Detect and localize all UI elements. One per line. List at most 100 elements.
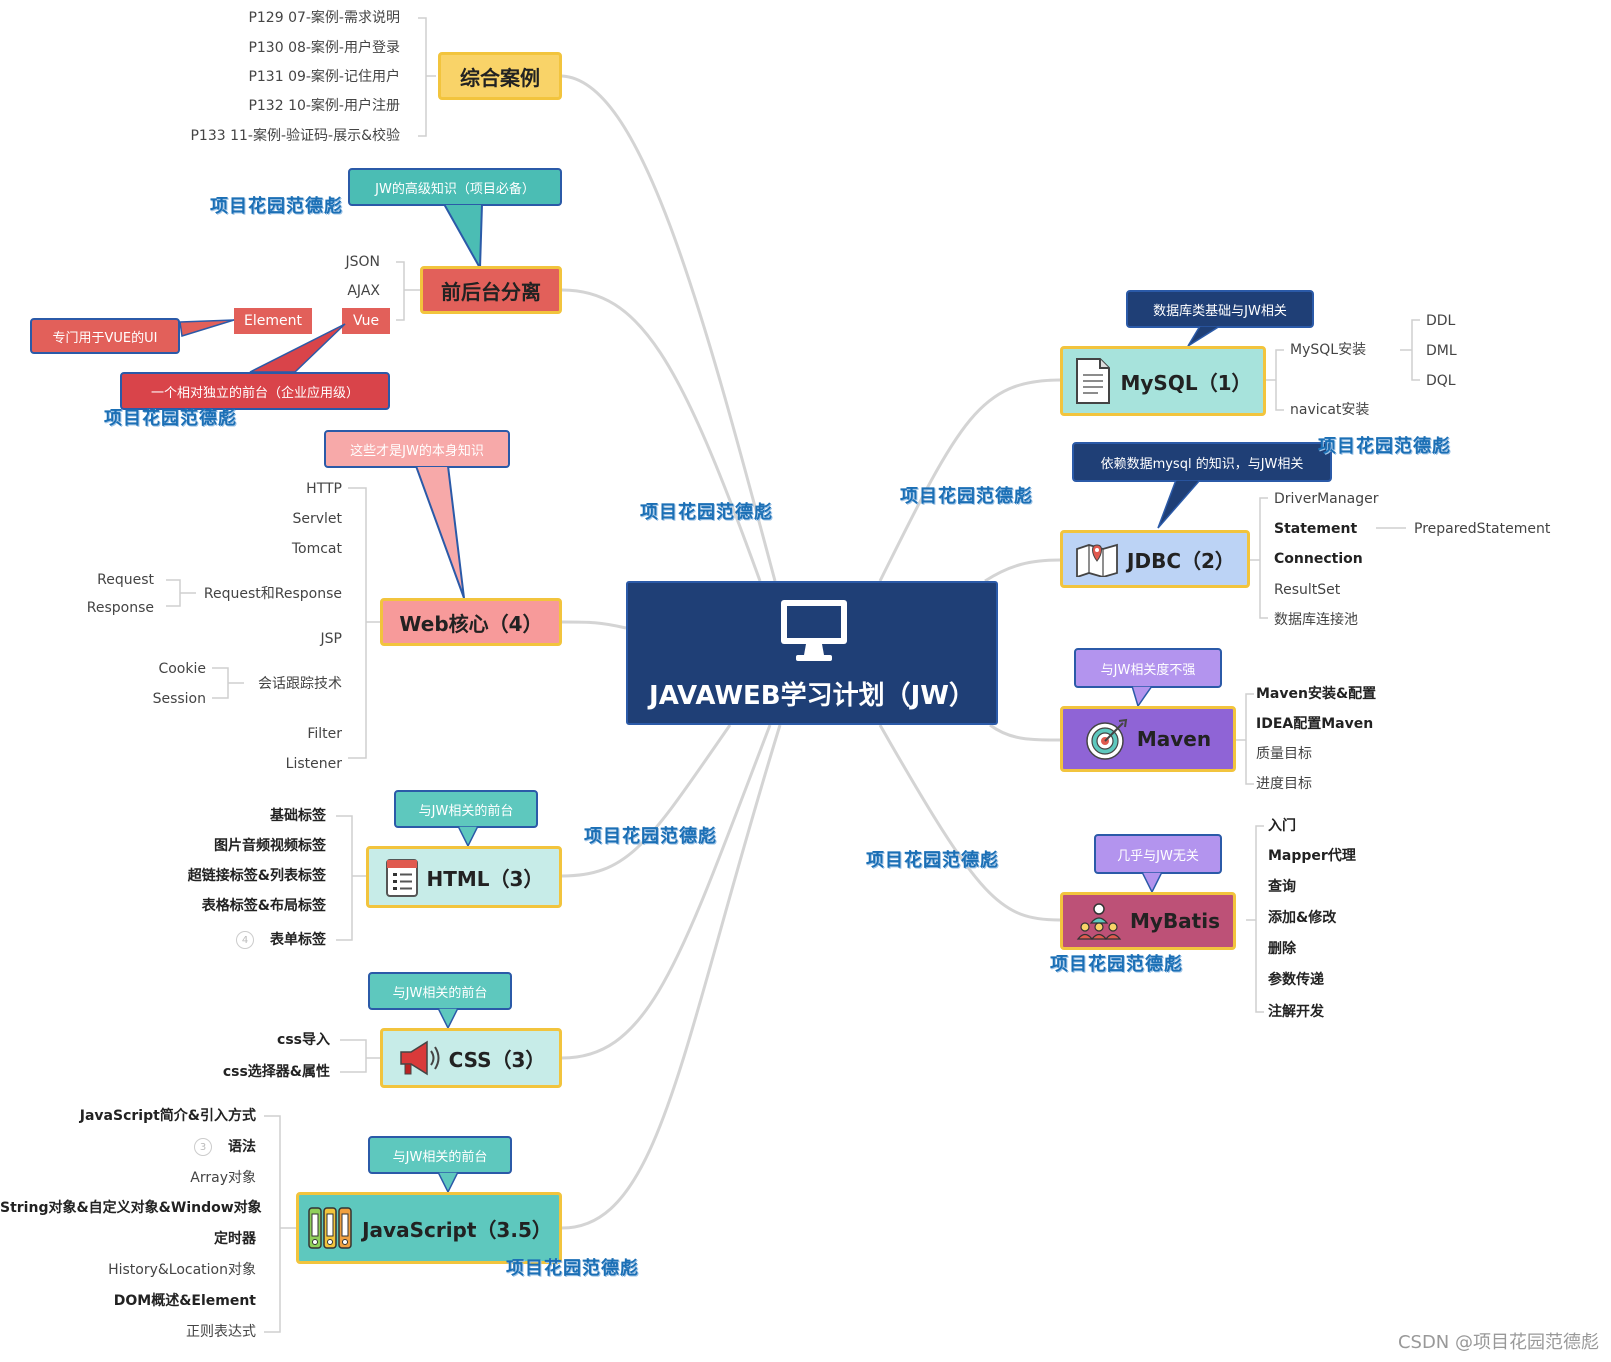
html-item-5[interactable]: 表单标签 xyxy=(270,932,326,948)
js-item-1[interactable]: JavaScript简介&引入方式 xyxy=(79,1108,256,1124)
web-item-filter[interactable]: Filter xyxy=(307,726,342,742)
jdbc-item-resultset[interactable]: ResultSet xyxy=(1274,582,1341,598)
html-item-4[interactable]: 表格标签&布局标签 xyxy=(201,898,326,914)
mysql-sub-dml[interactable]: DML xyxy=(1426,343,1457,359)
case-item-4[interactable]: P132 10-案例-用户注册 xyxy=(248,98,400,114)
topic-js-label: JavaScript（3.5） xyxy=(362,1217,552,1242)
js-item-3[interactable]: Array对象 xyxy=(190,1170,256,1186)
watermark-6: 项目花园范德彪 xyxy=(584,826,717,847)
js-callout: 与JW相关的前台 xyxy=(368,1136,512,1174)
web-item-tomcat[interactable]: Tomcat xyxy=(291,541,342,557)
topic-web-label: Web核心（4） xyxy=(399,611,543,636)
separate-callout-pointer xyxy=(442,204,484,272)
html-item-1[interactable]: 基础标签 xyxy=(270,808,326,824)
maven-item-3[interactable]: 质量目标 xyxy=(1256,746,1312,762)
watermark-3: 项目花园范德彪 xyxy=(640,502,773,523)
web-sub-session[interactable]: Session xyxy=(152,691,206,707)
mybatis-item-2[interactable]: Mapper代理 xyxy=(1268,848,1356,864)
topic-mybatis-label: MyBatis xyxy=(1130,909,1220,933)
case-item-2[interactable]: P130 08-案例-用户登录 xyxy=(248,40,400,56)
maven-item-1[interactable]: Maven安装&配置 xyxy=(1256,686,1377,702)
topic-mybatis[interactable]: MyBatis xyxy=(1060,892,1236,950)
separate-item-json[interactable]: JSON xyxy=(345,254,380,270)
js-item-4[interactable]: String对象&自定义对象&Window对象 xyxy=(0,1200,262,1216)
separate-item-vue[interactable]: Vue xyxy=(342,308,390,334)
web-item-listener[interactable]: Listener xyxy=(285,756,342,772)
maven-item-4[interactable]: 进度目标 xyxy=(1256,776,1312,792)
separate-item-ajax[interactable]: AJAX xyxy=(347,283,380,299)
topic-case[interactable]: 综合案例 xyxy=(438,52,562,100)
jdbc-item-pool[interactable]: 数据库连接池 xyxy=(1274,612,1358,628)
topic-separate[interactable]: 前后台分离 xyxy=(420,266,562,314)
topic-jdbc[interactable]: JDBC（2） xyxy=(1060,530,1250,588)
mybatis-callout-text: 几乎与JW无关 xyxy=(1117,848,1199,864)
js-badge: 3 xyxy=(194,1138,212,1156)
case-item-5[interactable]: P133 11-案例-验证码-展示&校验 xyxy=(190,128,400,144)
js-item-6[interactable]: History&Location对象 xyxy=(108,1262,256,1278)
css-callout-text: 与JW相关的前台 xyxy=(392,985,488,1001)
web-item-http[interactable]: HTTP xyxy=(306,481,342,497)
mysql-item-install[interactable]: MySQL安装 xyxy=(1290,342,1367,358)
mybatis-item-3[interactable]: 查询 xyxy=(1268,879,1296,895)
topic-maven[interactable]: Maven xyxy=(1060,706,1236,772)
vue-child-element[interactable]: Element xyxy=(234,308,312,334)
watermark-4: 项目花园范德彪 xyxy=(900,486,1033,507)
case-item-3[interactable]: P131 09-案例-记住用户 xyxy=(248,69,400,85)
topic-web[interactable]: Web核心（4） xyxy=(380,598,562,646)
web-item-servlet[interactable]: Servlet xyxy=(292,511,342,527)
mybatis-item-6[interactable]: 参数传递 xyxy=(1268,972,1324,988)
mybatis-item-7[interactable]: 注解开发 xyxy=(1268,1004,1324,1020)
branch-line-html xyxy=(561,724,732,878)
topic-js[interactable]: JavaScript（3.5） xyxy=(296,1192,562,1264)
js-callout-pointer xyxy=(437,1172,459,1194)
mysql-item-navicat[interactable]: navicat安装 xyxy=(1290,402,1370,418)
html-callout: 与JW相关的前台 xyxy=(394,790,538,828)
branch-line-maven xyxy=(989,723,1061,742)
jdbc-callout-text: 依赖数据mysql 的知识，与JW相关 xyxy=(1100,456,1304,472)
js-item-5[interactable]: 定时器 xyxy=(214,1231,256,1247)
map-icon xyxy=(1075,541,1119,577)
central-topic[interactable]: JAVAWEB学习计划（JW） xyxy=(626,581,998,725)
web-item-req-resp[interactable]: Request和Response xyxy=(203,586,342,602)
case-item-1[interactable]: P129 07-案例-需求说明 xyxy=(248,10,400,26)
web-sub-cookie[interactable]: Cookie xyxy=(158,661,206,677)
separate-callout-text: JW的高级知识（项目必备） xyxy=(375,181,535,197)
js-item-8[interactable]: 正则表达式 xyxy=(186,1324,256,1340)
jdbc-item-statement[interactable]: Statement xyxy=(1274,521,1358,537)
element-note: 专门用于VUE的UI xyxy=(30,318,180,354)
watermark-1: 项目花园范德彪 xyxy=(210,196,343,217)
js-item-7[interactable]: DOM概述&Element xyxy=(113,1293,256,1309)
mysql-callout: 数据库类基础与JW相关 xyxy=(1126,290,1314,328)
jdbc-item-drivermanager[interactable]: DriverManager xyxy=(1274,491,1379,507)
js-item-2[interactable]: 语法 xyxy=(228,1139,256,1155)
web-sub-request[interactable]: Request xyxy=(97,572,154,588)
web-callout: 这些才是JW的本身知识 xyxy=(324,430,510,468)
html-badge: 4 xyxy=(236,931,254,949)
topic-html[interactable]: HTML（3） xyxy=(366,846,562,908)
jdbc-item-connection[interactable]: Connection xyxy=(1274,551,1363,567)
css-item-1[interactable]: css导入 xyxy=(277,1032,330,1048)
web-sub-response[interactable]: Response xyxy=(86,600,154,616)
topic-mysql[interactable]: MySQL（1） xyxy=(1060,346,1266,416)
jdbc-sub-preparedstatement[interactable]: PreparedStatement xyxy=(1414,521,1551,537)
css-item-2[interactable]: css选择器&属性 xyxy=(222,1064,330,1080)
mybatis-item-1[interactable]: 入门 xyxy=(1268,818,1296,834)
central-title: JAVAWEB学习计划（JW） xyxy=(649,681,975,711)
mysql-sub-dql[interactable]: DQL xyxy=(1426,373,1456,389)
branch-line-separate xyxy=(561,288,762,582)
mybatis-item-4[interactable]: 添加&修改 xyxy=(1268,910,1337,926)
maven-item-2[interactable]: IDEA配置Maven xyxy=(1256,716,1374,732)
topic-case-label: 综合案例 xyxy=(460,65,540,90)
html-item-3[interactable]: 超链接标签&列表标签 xyxy=(187,868,326,884)
web-item-session-tracking[interactable]: 会话跟踪技术 xyxy=(258,676,342,692)
html-item-2[interactable]: 图片音频视频标签 xyxy=(214,838,326,854)
branch-line-js xyxy=(561,724,782,1230)
mysql-sub-ddl[interactable]: DDL xyxy=(1426,313,1456,329)
monitor-icon xyxy=(778,597,850,667)
web-callout-text: 这些才是JW的本身知识 xyxy=(350,443,484,459)
topic-css[interactable]: CSS（3） xyxy=(380,1028,562,1088)
js-callout-text: 与JW相关的前台 xyxy=(392,1149,488,1165)
mybatis-item-5[interactable]: 删除 xyxy=(1268,941,1296,957)
web-item-jsp[interactable]: JSP xyxy=(320,631,342,647)
